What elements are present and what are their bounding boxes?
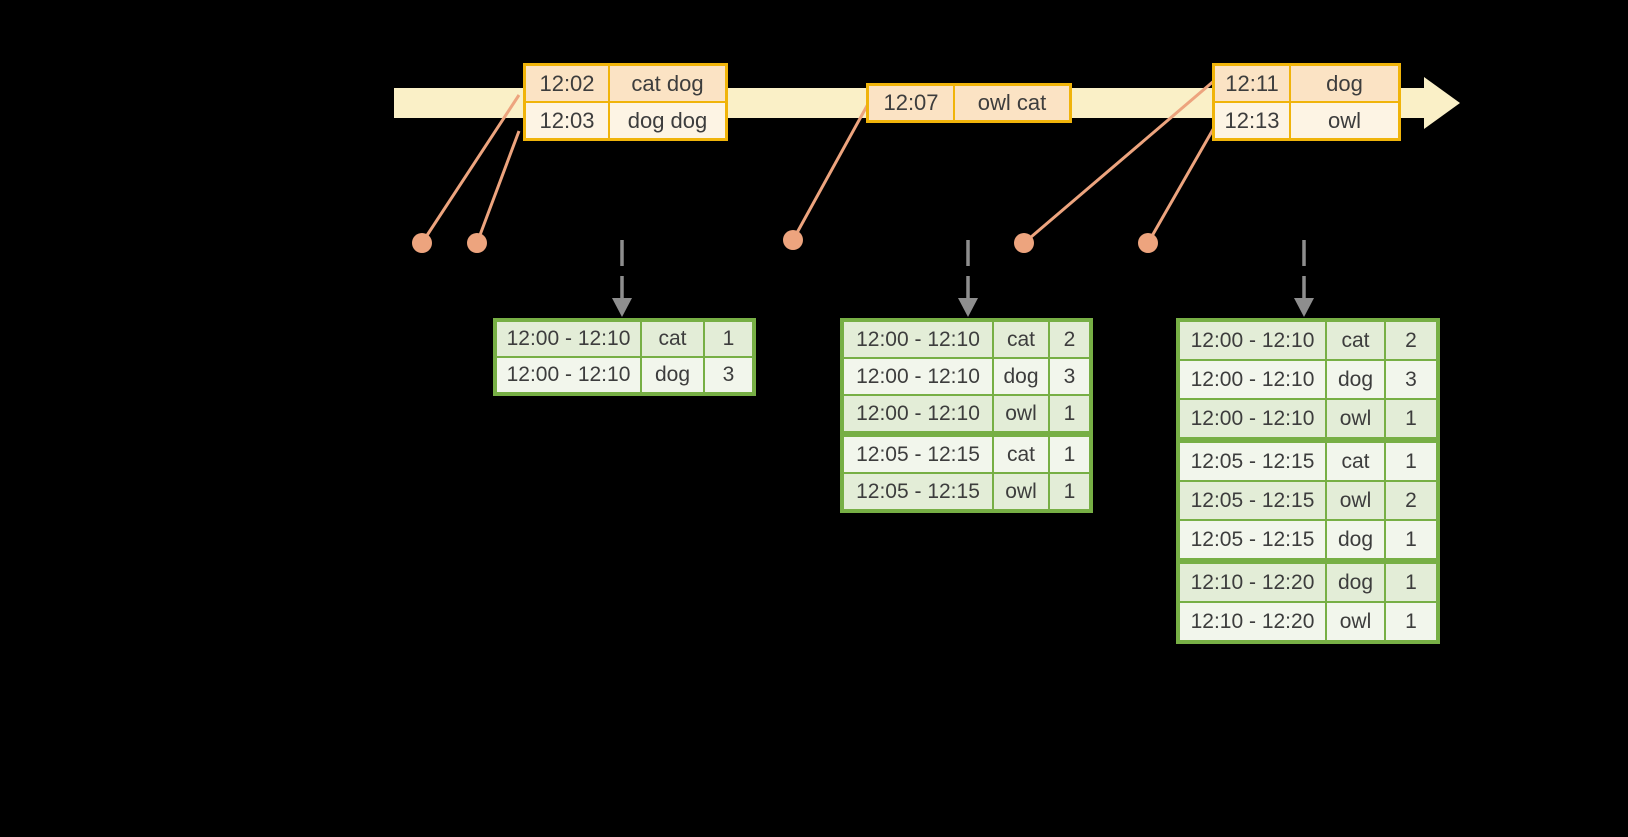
word-cell: dog xyxy=(992,359,1048,394)
count-cell: 1 xyxy=(1384,603,1436,640)
word-cell: cat xyxy=(1325,322,1384,359)
down-arrowhead-icon xyxy=(612,298,632,317)
window-cell: 12:10 - 12:20 xyxy=(1190,570,1315,594)
event-dot-icon xyxy=(1014,233,1034,253)
count-cell: 1 xyxy=(1048,474,1089,509)
table-row: 12:00 - 12:10 dog 3 xyxy=(497,356,752,392)
event-words-cell: dog xyxy=(1289,66,1398,101)
window-cell: 12:00 - 12:10 xyxy=(856,401,980,425)
word-cell: dog xyxy=(1325,564,1384,601)
event-words-cell: cat dog xyxy=(608,66,725,101)
table-row: 12:00 - 12:10 cat 1 xyxy=(497,322,752,356)
table-row: 12:10 - 12:20 owl 1 xyxy=(1180,601,1436,640)
count-cell: 1 xyxy=(1048,437,1089,472)
table-row: 12:07 owl cat xyxy=(869,86,1069,120)
event-words-cell: dog dog xyxy=(608,103,725,138)
count-cell: 1 xyxy=(1384,443,1436,480)
table-row: 12:03 dog dog xyxy=(526,101,725,138)
table-row: 12:05 - 12:15 owl 2 xyxy=(1180,480,1436,519)
table-row: 12:13 owl xyxy=(1215,101,1398,138)
count-cell: 1 xyxy=(1384,564,1436,601)
count-cell: 2 xyxy=(1384,482,1436,519)
word-cell: cat xyxy=(992,322,1048,357)
count-cell: 2 xyxy=(1384,322,1436,359)
window-cell: 12:05 - 12:15 xyxy=(1190,488,1315,512)
word-cell: owl xyxy=(1325,400,1384,437)
event-time-cell: 12:11 xyxy=(1225,70,1279,96)
window-cell: 12:05 - 12:15 xyxy=(1190,527,1315,551)
table-row: 12:00 - 12:10 dog 3 xyxy=(844,357,1089,394)
down-arrowhead-icon xyxy=(958,298,978,317)
event-table-2: 12:07 owl cat xyxy=(866,83,1072,123)
word-cell: owl xyxy=(1325,603,1384,640)
table-row: 12:00 - 12:10 owl 1 xyxy=(844,394,1089,431)
table-row: 12:00 - 12:10 cat 2 xyxy=(844,322,1089,357)
count-cell: 3 xyxy=(703,358,752,392)
count-cell: 1 xyxy=(1048,396,1089,431)
event-dot-icon xyxy=(1138,233,1158,253)
word-cell: dog xyxy=(1325,361,1384,398)
table-row: 12:00 - 12:10 cat 2 xyxy=(1180,322,1436,359)
window-cell: 12:00 - 12:10 xyxy=(856,327,980,351)
table-row: 12:11 dog xyxy=(1215,66,1398,101)
result-table-3: 12:00 - 12:10 cat 2 12:00 - 12:10 dog 3 … xyxy=(1176,318,1440,644)
result-table-2: 12:00 - 12:10 cat 2 12:00 - 12:10 dog 3 … xyxy=(840,318,1093,513)
result-table-1: 12:00 - 12:10 cat 1 12:00 - 12:10 dog 3 xyxy=(493,318,756,396)
window-cell: 12:00 - 12:10 xyxy=(1190,328,1315,352)
table-row: 12:05 - 12:15 cat 1 xyxy=(844,431,1089,472)
window-cell: 12:05 - 12:15 xyxy=(856,442,980,466)
event-time-cell: 12:07 xyxy=(883,90,939,115)
event-time-cell: 12:02 xyxy=(539,70,595,96)
event-connector-line xyxy=(1146,125,1217,244)
table-row: 12:02 cat dog xyxy=(526,66,725,101)
down-arrowhead-icon xyxy=(1294,298,1314,317)
word-cell: owl xyxy=(992,474,1048,509)
table-row: 12:05 - 12:15 cat 1 xyxy=(1180,437,1436,480)
count-cell: 1 xyxy=(1384,400,1436,437)
table-row: 12:10 - 12:20 dog 1 xyxy=(1180,558,1436,601)
event-dot-icon xyxy=(467,233,487,253)
word-cell: dog xyxy=(1325,521,1384,558)
window-cell: 12:05 - 12:15 xyxy=(1190,449,1315,473)
window-cell: 12:00 - 12:10 xyxy=(1190,406,1315,430)
event-time-cell: 12:03 xyxy=(539,107,595,133)
event-table-1: 12:02 cat dog 12:03 dog dog xyxy=(523,63,728,141)
event-dot-icon xyxy=(783,230,803,250)
event-dot-icon xyxy=(412,233,432,253)
count-cell: 1 xyxy=(1384,521,1436,558)
table-row: 12:05 - 12:15 owl 1 xyxy=(844,472,1089,509)
count-cell: 2 xyxy=(1048,322,1089,357)
window-cell: 12:00 - 12:10 xyxy=(856,364,980,388)
event-words-cell: owl cat xyxy=(953,86,1069,120)
word-cell: cat xyxy=(640,322,703,356)
word-cell: cat xyxy=(992,437,1048,472)
window-cell: 12:05 - 12:15 xyxy=(856,479,980,503)
window-cell: 12:00 - 12:10 xyxy=(506,327,631,350)
word-cell: owl xyxy=(992,396,1048,431)
event-connector-line xyxy=(475,130,521,244)
event-time-cell: 12:13 xyxy=(1224,107,1280,133)
word-cell: owl xyxy=(1325,482,1384,519)
table-row: 12:05 - 12:15 dog 1 xyxy=(1180,519,1436,558)
count-cell: 3 xyxy=(1048,359,1089,394)
event-table-3: 12:11 dog 12:13 owl xyxy=(1212,63,1401,141)
event-connector-line xyxy=(1023,78,1216,245)
count-cell: 1 xyxy=(703,322,752,356)
window-cell: 12:10 - 12:20 xyxy=(1190,609,1315,633)
count-cell: 3 xyxy=(1384,361,1436,398)
timeline-arrowhead-icon xyxy=(1424,77,1460,129)
table-row: 12:00 - 12:10 dog 3 xyxy=(1180,359,1436,398)
event-connector-line xyxy=(791,103,870,241)
window-cell: 12:00 - 12:10 xyxy=(1190,367,1315,391)
event-words-cell: owl xyxy=(1289,103,1398,138)
word-cell: cat xyxy=(1325,443,1384,480)
word-cell: dog xyxy=(640,358,703,392)
window-cell: 12:00 - 12:10 xyxy=(506,363,631,386)
event-connector-line xyxy=(420,94,521,244)
table-row: 12:00 - 12:10 owl 1 xyxy=(1180,398,1436,437)
